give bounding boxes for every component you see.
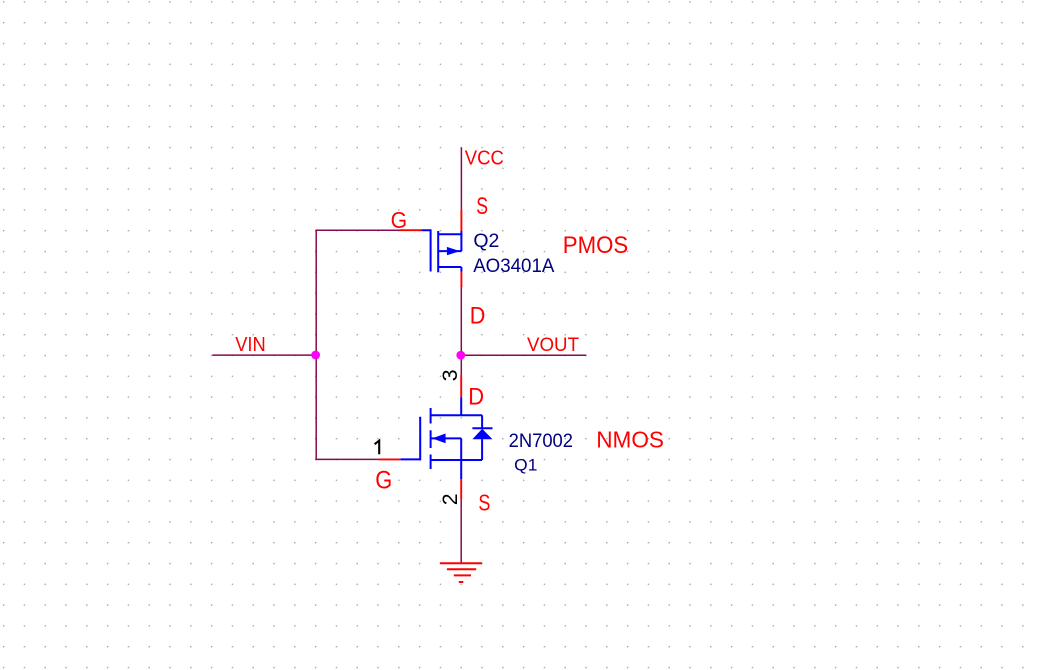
svg-text:G: G [391, 207, 408, 233]
svg-text:2: 2 [438, 493, 462, 505]
svg-text:D: D [470, 303, 486, 330]
svg-text:VCC: VCC [465, 147, 504, 169]
svg-text:S: S [478, 490, 490, 516]
svg-text:AO3401A: AO3401A [473, 256, 554, 277]
svg-text:VOUT: VOUT [527, 335, 579, 356]
svg-text:NMOS: NMOS [596, 427, 664, 453]
svg-text:PMOS: PMOS [563, 232, 628, 259]
svg-text:G: G [375, 467, 392, 494]
svg-text:3: 3 [438, 369, 462, 381]
svg-text:S: S [476, 193, 488, 220]
svg-text:2N7002: 2N7002 [509, 430, 573, 452]
svg-text:Q1: Q1 [514, 456, 537, 474]
svg-text:VIN: VIN [235, 334, 266, 356]
svg-text:Q2: Q2 [473, 230, 499, 252]
svg-text:D: D [468, 384, 484, 411]
